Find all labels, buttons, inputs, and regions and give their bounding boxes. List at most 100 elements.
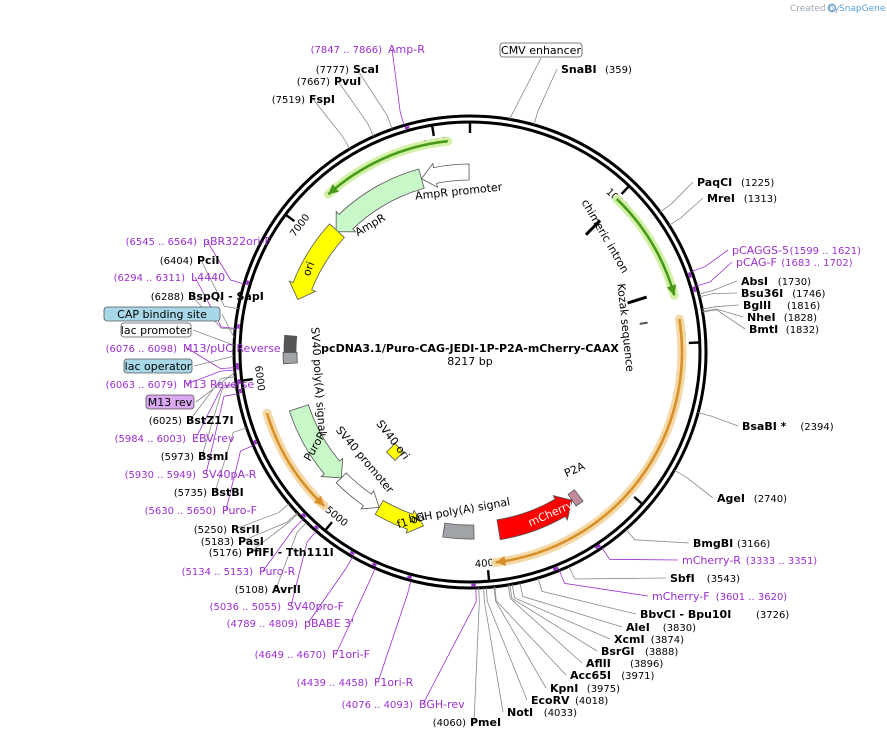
enzyme-bsmi[interactable]: (5973)BsmI xyxy=(161,450,229,463)
enzyme-fspi[interactable]: (7519)FspI xyxy=(272,93,335,106)
feature-cmv-enhancer[interactable]: CMV enhancer xyxy=(499,42,583,58)
enzyme-bsrgi[interactable]: BsrGI(3888) xyxy=(601,645,678,658)
enzyme-bglii-pos: (1816) xyxy=(787,301,820,312)
f1-ori-arrow[interactable] xyxy=(374,499,425,534)
primer-name: F1ori-R xyxy=(374,676,414,689)
bgh-polya-label[interactable]: bGH poly(A) signal xyxy=(408,495,511,526)
enzyme-nhei[interactable]: NheI(1828) xyxy=(747,311,817,324)
enzyme-bstz17i[interactable]: (6025)BstZ17I xyxy=(149,414,234,427)
enzyme-noti-name: NotI xyxy=(507,706,533,719)
enzyme-avrii[interactable]: (5108)AvrII xyxy=(235,583,301,596)
lac-operator[interactable]: lac operator xyxy=(123,358,193,374)
primer-pbabe-3-[interactable]: (4789 .. 4809)pBABE 3' xyxy=(227,617,355,630)
enzyme-snabi[interactable]: SnaBI(359) xyxy=(561,63,632,76)
orf-arc-cag[interactable] xyxy=(495,318,684,564)
enzyme-pvui[interactable]: (7667)PvuI xyxy=(297,75,361,88)
enzyme-bglii[interactable]: BglII (1816) xyxy=(743,299,820,312)
primer-name: M13/pUC Reverse xyxy=(183,342,281,355)
kozak-sequence-label[interactable]: Kozak sequence xyxy=(614,283,636,373)
ori-label[interactable]: ori xyxy=(300,260,317,278)
enzyme-paqci[interactable]: PaqCI(1225) xyxy=(697,176,774,189)
green-arc-ampr[interactable] xyxy=(327,139,448,196)
primer-leader xyxy=(391,48,405,126)
primer-puro-r[interactable]: (5134 .. 5153)Puro-R xyxy=(182,565,296,578)
enzyme-alei-name: AleI xyxy=(626,621,650,634)
enzyme-aflii-leader xyxy=(507,584,583,664)
enzyme-rsrii[interactable]: (5250)RsrII xyxy=(194,523,260,536)
lac-promoter[interactable]: lac promoter xyxy=(120,322,192,338)
primer-name: SV40pA-R xyxy=(202,468,257,481)
enzyme-bspqi[interactable]: (6288)BspQI - SapI xyxy=(151,290,264,303)
enzyme-name: AvrII xyxy=(272,583,301,596)
enzyme-name: PvuI xyxy=(334,75,361,88)
enzyme-bsabi[interactable]: BsaBI *(2394) xyxy=(742,420,834,433)
p2a-label[interactable]: P2A xyxy=(562,459,587,480)
enzyme-scai[interactable]: (7777)ScaI xyxy=(316,63,379,76)
primer-pcaggs-5[interactable]: pCAGGS-5(1599 .. 1621) xyxy=(732,244,861,257)
enzyme-pcii[interactable]: (6404)PciI xyxy=(160,254,220,267)
primer-f1ori-r[interactable]: (4439 .. 4458) F1ori-R xyxy=(297,676,414,689)
enzyme-absi-leader xyxy=(698,280,738,295)
sv40-ori-marker[interactable] xyxy=(385,442,405,462)
ori-arrow[interactable] xyxy=(288,223,345,301)
sv40-polya-block[interactable] xyxy=(282,352,298,365)
enzyme-xcmi[interactable]: XcmI(3874) xyxy=(614,633,684,646)
enzyme-bmgbi-leader xyxy=(625,529,690,544)
enzyme-pflfi[interactable]: (5176)PflFI - Tth111I xyxy=(209,546,334,559)
primer-pos: (4439 .. 4458) xyxy=(297,678,369,689)
primer-puro-f[interactable]: (5630 .. 5650)Puro-F xyxy=(145,504,257,517)
enzyme-bstbi[interactable]: (5735)BstBI xyxy=(174,486,244,499)
enzyme-mrei-name: MreI xyxy=(707,192,735,205)
enzyme-noti-pos: (4033) xyxy=(544,708,577,719)
primer-site xyxy=(314,524,320,530)
primer-pcag-f[interactable]: pCAG-F(1683 .. 1702) xyxy=(736,256,853,269)
enzyme-ecorv[interactable]: EcoRV(4018) xyxy=(531,694,608,707)
primer-pos: (5134 .. 5153) xyxy=(182,567,254,578)
sv40-promoter-arrow[interactable] xyxy=(335,472,380,510)
tick-label: 6000 xyxy=(252,365,266,392)
ampr-promoter-label[interactable]: AmpR promoter xyxy=(414,180,503,202)
enzyme-kpni[interactable]: KpnI(3975) xyxy=(550,682,620,695)
enzyme-bmgbi[interactable]: BmgBI(3166) xyxy=(693,537,770,550)
enzyme-agei[interactable]: AgeI(2740) xyxy=(717,492,787,505)
primer-mcherry-f[interactable]: mCherry-F(3601 .. 3620) xyxy=(652,590,787,603)
tick-mark xyxy=(620,185,630,195)
enzyme-bglii-name: BglII xyxy=(743,299,771,312)
enzyme-acc65i[interactable]: Acc65I(3971) xyxy=(570,669,655,682)
primer-l4440[interactable]: (6294 .. 6311)L4440 xyxy=(114,271,226,284)
primer-m13-reverse[interactable]: (6063 .. 6079)M13 Reverse xyxy=(106,378,255,391)
primer-m13-puc-reverse[interactable]: (6076 .. 6098)M13/pUC Reverse xyxy=(106,342,281,355)
primer-mcherry-r[interactable]: mCherry-R(3333 .. 3351) xyxy=(682,554,817,567)
primer-sv40pa-r[interactable]: (5930 .. 5949)SV40pA-R xyxy=(125,468,257,481)
ampr-promoter-arrow[interactable] xyxy=(420,162,470,188)
primer-ebv-rev[interactable]: (5984 .. 6003)EBV-rev xyxy=(115,432,235,445)
primer-pbr322ori-f[interactable]: (6545 .. 6564)pBR322ori-F xyxy=(126,235,271,248)
enzyme-absi[interactable]: AbsI(1730) xyxy=(741,275,811,288)
m13-rev[interactable]: M13 rev xyxy=(145,394,195,410)
primer-bgh-rev[interactable]: (4076 .. 4093)BGH-rev xyxy=(342,698,466,711)
enzyme-aflii[interactable]: AflII(3896) xyxy=(586,657,663,670)
tick-mark xyxy=(285,214,296,223)
green-arc-ampr-arrowhead xyxy=(328,184,339,195)
orf-arc-puror[interactable] xyxy=(265,412,326,507)
lac-block[interactable] xyxy=(283,334,298,353)
enzyme-sbfi[interactable]: SbfI(3543) xyxy=(670,572,740,585)
primer-site xyxy=(404,125,410,130)
enzyme-alei[interactable]: AleI(3830) xyxy=(626,621,696,634)
enzyme-noti[interactable]: NotI (4033) xyxy=(507,706,577,719)
primer-sv40pro-f[interactable]: (5036 .. 5055)SV40pro-F xyxy=(210,600,344,613)
cap-binding-site[interactable]: CAP binding site xyxy=(103,306,221,322)
enzyme-mrei[interactable]: MreI(1313) xyxy=(707,192,777,205)
enzyme-pmei[interactable]: (4060)PmeI xyxy=(433,716,501,729)
enzyme-bbvci[interactable]: BbvCI - Bpu10I(3726) xyxy=(640,608,789,621)
primer-site xyxy=(245,280,250,286)
primer-name: SV40pro-F xyxy=(287,600,344,613)
enzyme-pasi[interactable]: (5183)PasI xyxy=(201,535,264,548)
p2a-block[interactable] xyxy=(567,489,584,507)
enzyme-bsu36i[interactable]: Bsu36I(1746) xyxy=(741,287,826,300)
green-arc-intron[interactable] xyxy=(615,198,676,296)
primer-f1ori-f[interactable]: (4649 .. 4670)F1ori-F xyxy=(255,648,370,661)
enzyme-bmti[interactable]: BmtI(1832) xyxy=(749,323,819,336)
primer-amp-r[interactable]: (7847 .. 7866)Amp-R xyxy=(311,43,426,56)
bgh-polya-block[interactable] xyxy=(442,522,475,540)
